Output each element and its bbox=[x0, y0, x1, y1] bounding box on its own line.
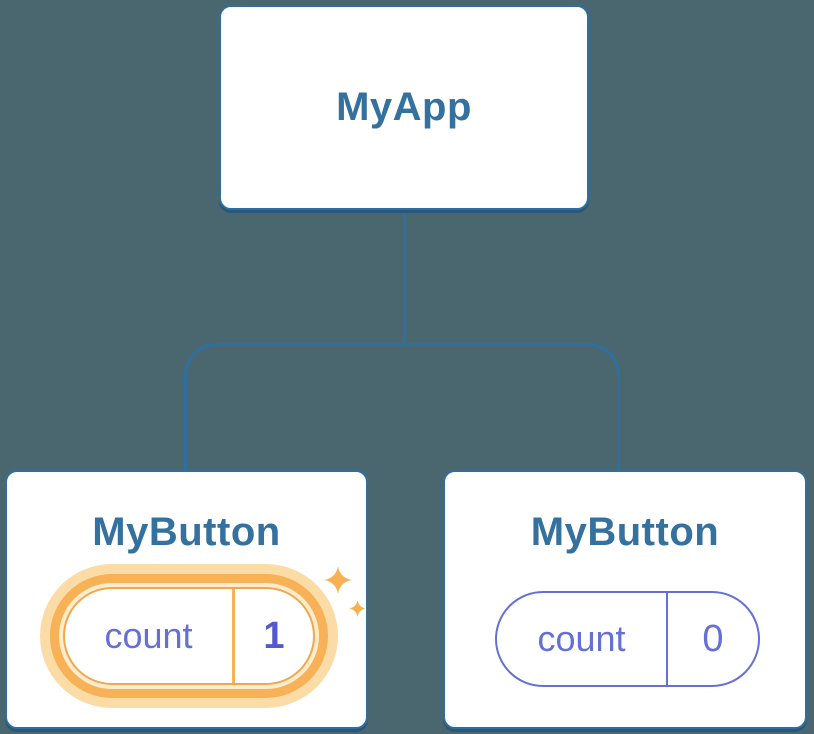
state-value: 1 bbox=[232, 589, 313, 683]
child-node-label: MyButton bbox=[92, 510, 281, 554]
sparkle-icon-small bbox=[349, 600, 366, 617]
tree-node-root: MyApp bbox=[219, 5, 589, 210]
state-name: count bbox=[537, 618, 626, 659]
sparkle-icon-large bbox=[324, 566, 352, 594]
state-pill-highlighted: count 1 bbox=[63, 587, 315, 685]
connector-root-stem bbox=[403, 211, 406, 345]
root-node-label: MyApp bbox=[336, 85, 472, 129]
tree-node-child-left: MyButton count 1 bbox=[5, 470, 368, 729]
child-node-label: MyButton bbox=[530, 510, 720, 554]
tree-node-child-right: MyButton count 0 bbox=[443, 470, 807, 729]
state-name: count bbox=[104, 615, 193, 656]
state-pill: count 0 bbox=[495, 591, 760, 687]
connector-branch-bracket bbox=[184, 343, 620, 470]
state-value: 0 bbox=[666, 593, 758, 685]
